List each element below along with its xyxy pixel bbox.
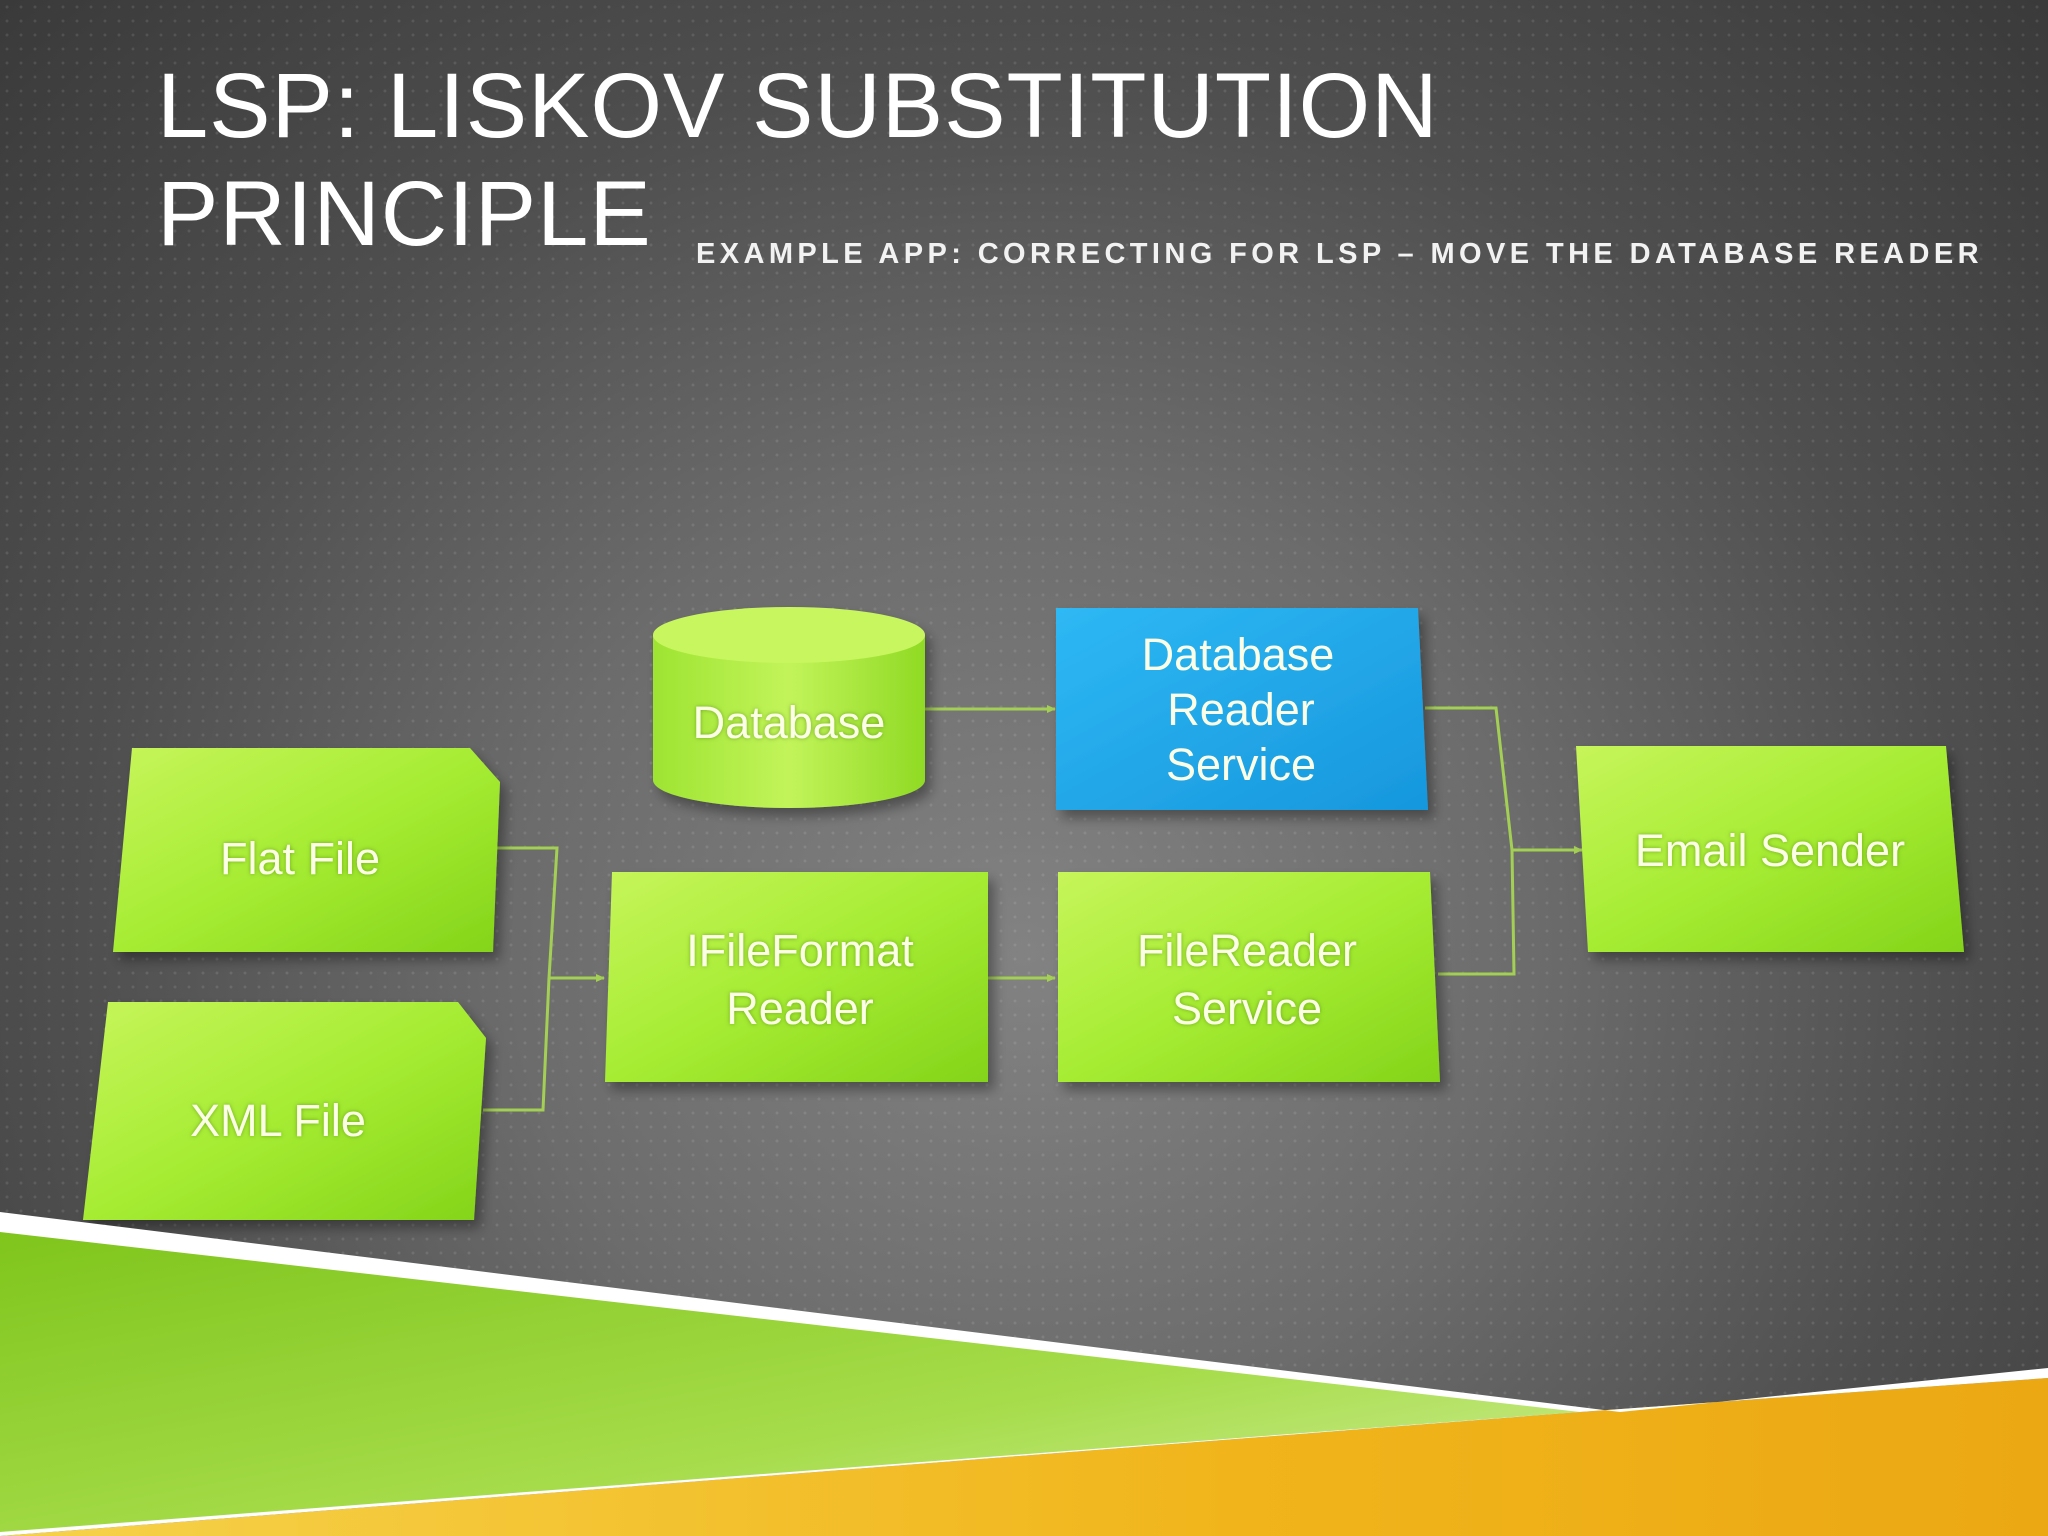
node-ifileformat-reader: IFileFormat Reader [605, 872, 988, 1082]
db-reader-line-3: Service [1166, 739, 1316, 790]
slide-subtitle: EXAMPLE APP: CORRECTING FOR LSP – MOVE T… [696, 238, 1983, 270]
edge-filereader-to-merge [1438, 849, 1516, 976]
ifileformat-line-2: Reader [726, 983, 874, 1034]
node-xml-file: XML File [83, 1002, 486, 1220]
node-filereader-service: FileReader Service [1058, 872, 1440, 1082]
email-sender-label: Email Sender [1635, 825, 1905, 876]
node-flat-file: Flat File [113, 748, 500, 952]
database-label: Database [693, 697, 886, 748]
edge-flatfile-to-ifileformat [492, 846, 605, 982]
filereader-line-1: FileReader [1137, 925, 1357, 976]
node-database-reader-service: Database Reader Service [1056, 608, 1428, 810]
filereader-line-2: Service [1172, 983, 1322, 1034]
slide-title: LSP: LISKOV SUBSTITUTION PRINCIPLE [157, 52, 1557, 268]
connectors [483, 705, 1583, 1112]
edge-xmlfile-to-ifileformat [483, 977, 551, 1112]
title-line-2: PRINCIPLE [157, 163, 652, 265]
ribbon-green [0, 1232, 1580, 1532]
node-database: Database [653, 607, 925, 808]
ribbon-yellow [0, 1378, 2048, 1536]
xml-file-label: XML File [190, 1095, 366, 1146]
flat-file-label: Flat File [220, 833, 380, 884]
ifileformat-line-1: IFileFormat [686, 925, 914, 976]
edge-dbreader-to-merge [1425, 706, 1514, 851]
title-line-1: LSP: LISKOV SUBSTITUTION [157, 55, 1439, 157]
db-reader-line-1: Database [1142, 629, 1335, 680]
node-email-sender: Email Sender [1576, 746, 1964, 952]
db-reader-line-2: Reader [1167, 684, 1315, 735]
